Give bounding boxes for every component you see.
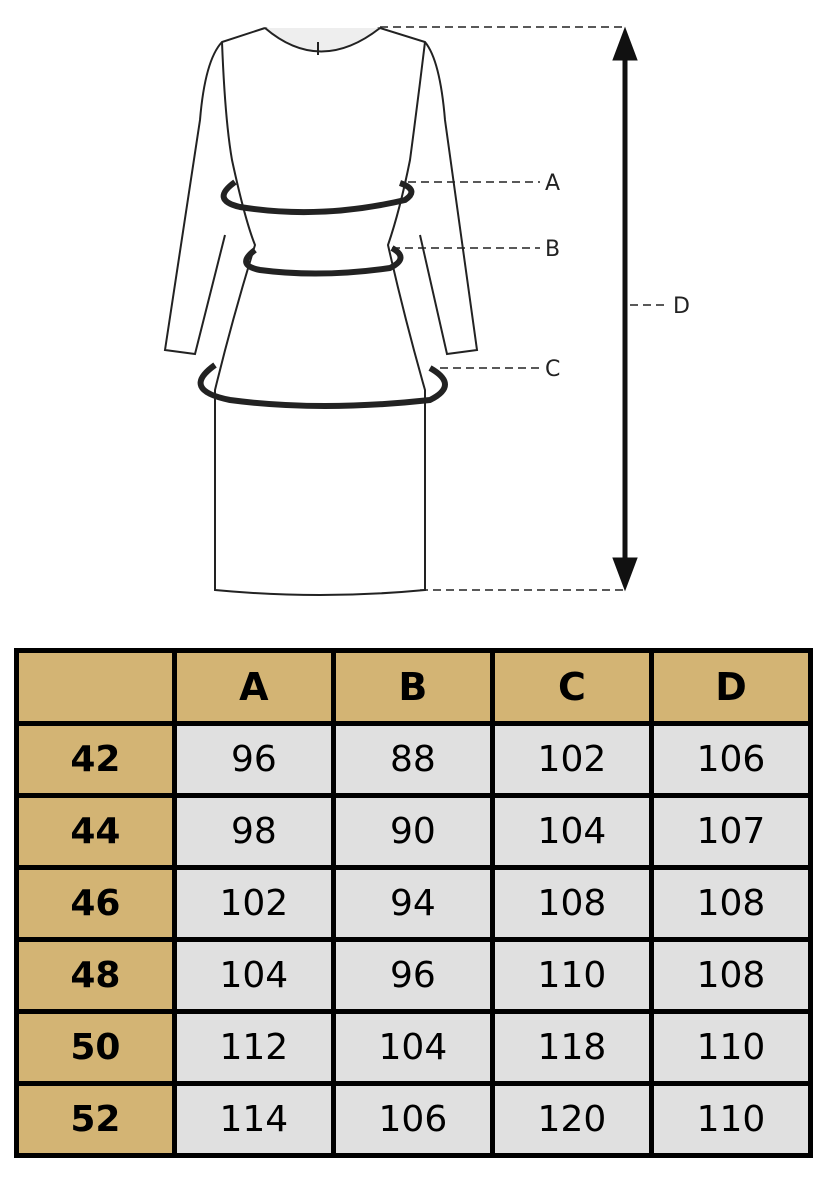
length-arrow [612, 26, 638, 592]
size-cell: 52 [14, 1081, 177, 1158]
value-cell: 102 [171, 865, 336, 942]
value-cell: 96 [171, 721, 336, 798]
value-cell: 110 [648, 1081, 814, 1158]
label-b: B [545, 237, 560, 262]
measure-rings [197, 179, 448, 409]
column-header: A [171, 648, 336, 726]
size-cell: 48 [14, 937, 177, 1014]
value-cell: 106 [330, 1081, 495, 1158]
table-row: 42 96 88 102 106 [14, 721, 814, 798]
value-cell: 88 [330, 721, 495, 798]
value-cell: 118 [489, 1009, 654, 1086]
value-cell: 110 [648, 1009, 814, 1086]
value-cell: 114 [171, 1081, 336, 1158]
value-cell: 104 [489, 793, 654, 870]
value-cell: 102 [489, 721, 654, 798]
dress-outline [163, 27, 479, 596]
value-cell: 110 [489, 937, 654, 1014]
value-cell: 108 [648, 937, 814, 1014]
size-cell: 42 [14, 721, 177, 798]
size-cell: 44 [14, 793, 177, 870]
column-header: B [330, 648, 495, 726]
column-header: C [489, 648, 654, 726]
value-cell: 107 [648, 793, 814, 870]
column-header: D [648, 648, 814, 726]
size-cell: 46 [14, 865, 177, 942]
size-cell: 50 [14, 1009, 177, 1086]
value-cell: 104 [330, 1009, 495, 1086]
size-table: A B C D 42 96 88 102 106 44 98 90 104 10… [14, 648, 814, 1158]
value-cell: 108 [648, 865, 814, 942]
label-c: C [545, 357, 560, 382]
value-cell: 106 [648, 721, 814, 798]
table-row: 50 112 104 118 110 [14, 1009, 814, 1086]
value-cell: 104 [171, 937, 336, 1014]
value-cell: 108 [489, 865, 654, 942]
dress-measurement-diagram: A B C D [163, 26, 690, 596]
value-cell: 112 [171, 1009, 336, 1086]
table-row: 52 114 106 120 110 [14, 1081, 814, 1158]
corner-cell [14, 648, 177, 726]
value-cell: 94 [330, 865, 495, 942]
value-cell: 90 [330, 793, 495, 870]
table-row: 46 102 94 108 108 [14, 865, 814, 942]
label-d: D [673, 294, 690, 319]
value-cell: 120 [489, 1081, 654, 1158]
label-a: A [545, 171, 560, 196]
leader-lines [380, 26, 668, 591]
header-row: A B C D [14, 648, 814, 726]
table-row: 48 104 96 110 108 [14, 937, 814, 1014]
table-row: 44 98 90 104 107 [14, 793, 814, 870]
value-cell: 98 [171, 793, 336, 870]
value-cell: 96 [330, 937, 495, 1014]
